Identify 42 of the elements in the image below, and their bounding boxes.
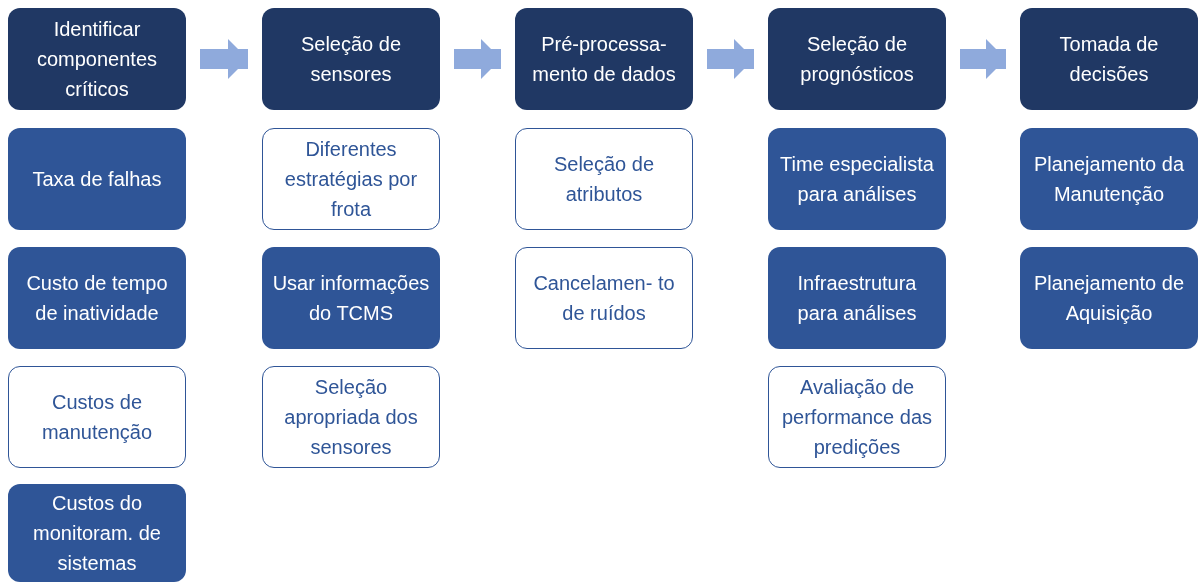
filled-item-box [768, 247, 946, 349]
outlined-item-box [8, 366, 186, 468]
outlined-item-box [515, 128, 693, 230]
item-text: Seleção apropriada dos sensores [283, 375, 419, 460]
outlined-item-box [768, 366, 946, 468]
item-text: Custos de manutenção [40, 390, 154, 445]
item-text: Diferentes estratégias por frota [283, 137, 419, 222]
arrow [960, 39, 1006, 79]
step-title: Seleção de sensores [299, 32, 403, 87]
filled-item-box [8, 128, 186, 230]
filled-item-box [768, 128, 946, 230]
outlined-item-box [515, 247, 693, 349]
item-text: Usar informações do TCMS [272, 271, 430, 326]
step-title: Seleção de prognósticos [799, 32, 915, 87]
item-text: Cancelamen- to de ruídos [532, 271, 676, 326]
item-text: Infraestrutura para análises [796, 271, 918, 326]
step-header-box [8, 8, 186, 110]
item-text: Time especialista para análises [779, 152, 935, 207]
item-text: Avaliação de performance das predições [780, 375, 934, 460]
step-title: Tomada de decisões [1058, 32, 1160, 87]
outlined-item-box [262, 366, 440, 468]
step-header-box [515, 8, 693, 110]
step-title: Identificar componentes críticos [35, 17, 159, 102]
item-text: Planejamento da Manutenção [1032, 152, 1186, 207]
item-text: Seleção de atributos [552, 152, 656, 207]
filled-item-box [262, 247, 440, 349]
arrow [200, 39, 248, 79]
filled-item-box [1020, 128, 1198, 230]
outlined-item-box [262, 128, 440, 230]
step-header-box [1020, 8, 1198, 110]
filled-item-box [1020, 247, 1198, 349]
item-text: Taxa de falhas [32, 167, 162, 192]
arrow [454, 39, 501, 79]
filled-item-box [8, 484, 186, 582]
item-text: Custo de tempo de inatividade [25, 271, 169, 326]
arrow [707, 39, 754, 79]
item-text: Custos do monitoram. de sistemas [32, 491, 162, 576]
filled-item-box [8, 247, 186, 349]
item-text: Planejamento de Aquisição [1032, 271, 1186, 326]
step-header-box [768, 8, 946, 110]
step-title: Pré-processa- mento de dados [531, 32, 677, 87]
step-header-box [262, 8, 440, 110]
